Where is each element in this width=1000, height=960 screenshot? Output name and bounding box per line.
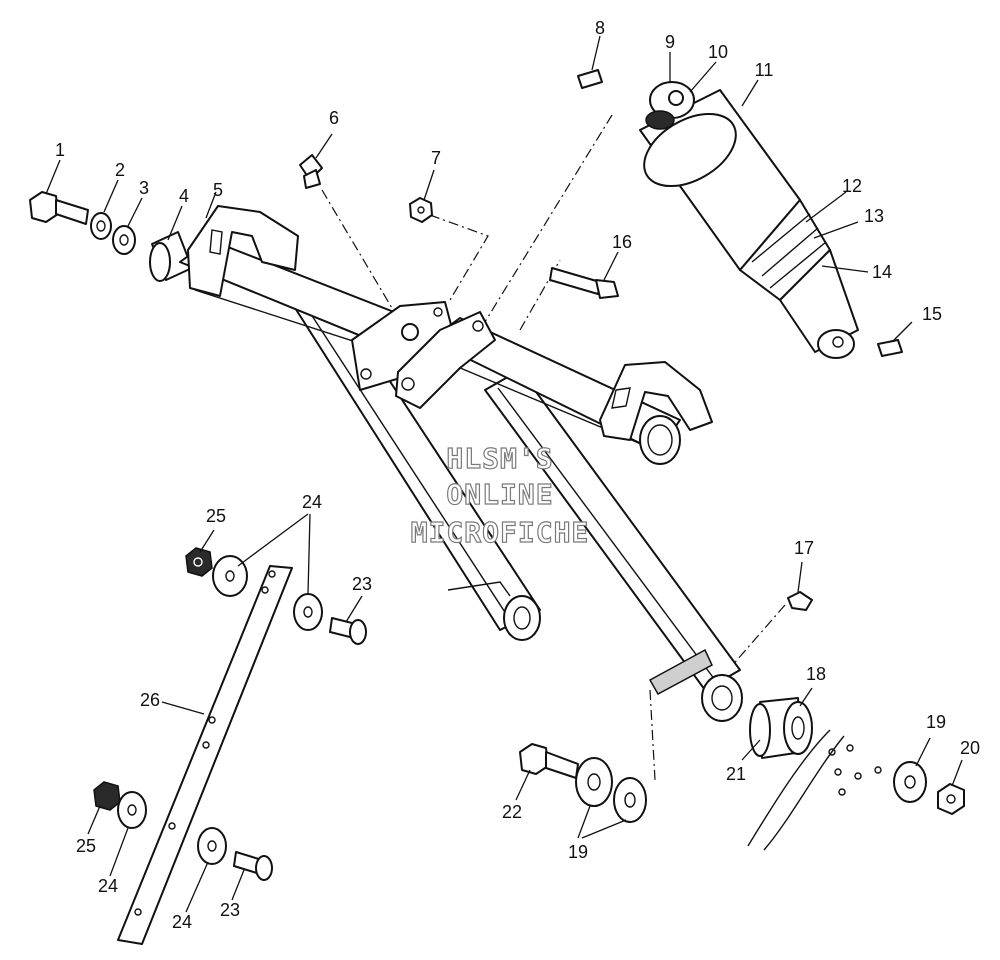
callout-13: 13 <box>864 206 884 226</box>
bolt-22 <box>519 743 579 779</box>
callout-16: 16 <box>612 232 632 252</box>
washer-19-left-b <box>613 777 647 823</box>
callout-15: 15 <box>922 304 942 324</box>
callout-9: 9 <box>665 32 675 52</box>
callout-19-right: 19 <box>926 712 946 732</box>
nut-20 <box>937 783 965 815</box>
washer-2 <box>90 212 112 240</box>
callout-4: 4 <box>179 186 189 206</box>
leader-lines <box>45 35 963 913</box>
pin-23-top <box>329 617 367 645</box>
washer-24-top-b <box>293 593 323 631</box>
callout-20: 20 <box>960 738 980 758</box>
bushing-4 <box>149 231 193 282</box>
callout-24-bottom-b: 24 <box>172 912 192 932</box>
pin-15 <box>877 339 903 357</box>
centerlines <box>321 114 786 781</box>
callout-24-bottom-a: 24 <box>98 876 118 896</box>
nut-7 <box>409 197 433 223</box>
shock-absorber-11 <box>639 81 859 359</box>
callout-10: 10 <box>708 42 728 62</box>
callout-25-top: 25 <box>206 506 226 526</box>
callout-26: 26 <box>140 690 160 710</box>
callout-1: 1 <box>55 140 65 160</box>
nut-25-bottom <box>93 781 121 811</box>
watermark-line-3: MICROFICHE <box>411 516 590 549</box>
grease-fitting-6 <box>299 154 323 189</box>
grease-fitting-17 <box>787 591 813 611</box>
bolt-16 <box>549 267 619 299</box>
callout-8: 8 <box>595 18 605 38</box>
washer-3 <box>112 225 136 255</box>
callout-21: 21 <box>726 764 746 784</box>
callout-25-bottom: 25 <box>76 836 96 856</box>
callout-3: 3 <box>139 178 149 198</box>
callout-12: 12 <box>842 176 862 196</box>
bushing-18 <box>749 697 813 759</box>
callout-19-left: 19 <box>568 842 588 862</box>
washer-19-right <box>893 761 927 803</box>
nut-25-top <box>185 547 213 577</box>
front-swing-arm <box>395 311 743 722</box>
bracket-plate <box>747 729 882 851</box>
callout-14: 14 <box>872 262 892 282</box>
callout-17: 17 <box>794 538 814 558</box>
pin-8 <box>577 69 603 89</box>
callout-6: 6 <box>329 108 339 128</box>
watermark: HLSM'S ONLINE MICROFICHE <box>410 441 590 549</box>
callout-24-top: 24 <box>302 492 322 512</box>
washer-24-bottom-b <box>197 827 227 865</box>
callout-18: 18 <box>806 664 826 684</box>
limiter-strap-26 <box>117 565 293 945</box>
callout-2: 2 <box>115 160 125 180</box>
watermark-line-1: HLSM'S <box>446 442 553 475</box>
washer-24-top-a <box>212 555 248 597</box>
callout-5: 5 <box>213 180 223 200</box>
watermark-line-2: ONLINE <box>446 478 553 511</box>
pivot-bolt-1 <box>29 191 89 225</box>
washer-24-bottom-a <box>117 791 147 829</box>
rear-swing-arm <box>179 205 541 641</box>
washer-19-left <box>575 757 613 807</box>
callout-11: 11 <box>755 60 774 80</box>
callout-22: 22 <box>502 802 522 822</box>
callout-23-bottom: 23 <box>220 900 240 920</box>
pin-23-bottom <box>233 851 273 881</box>
callout-23-top: 23 <box>352 574 372 594</box>
callout-7: 7 <box>431 148 441 168</box>
callout-labels: 1 2 3 4 5 6 7 8 9 10 11 12 13 14 15 16 1… <box>55 18 980 932</box>
